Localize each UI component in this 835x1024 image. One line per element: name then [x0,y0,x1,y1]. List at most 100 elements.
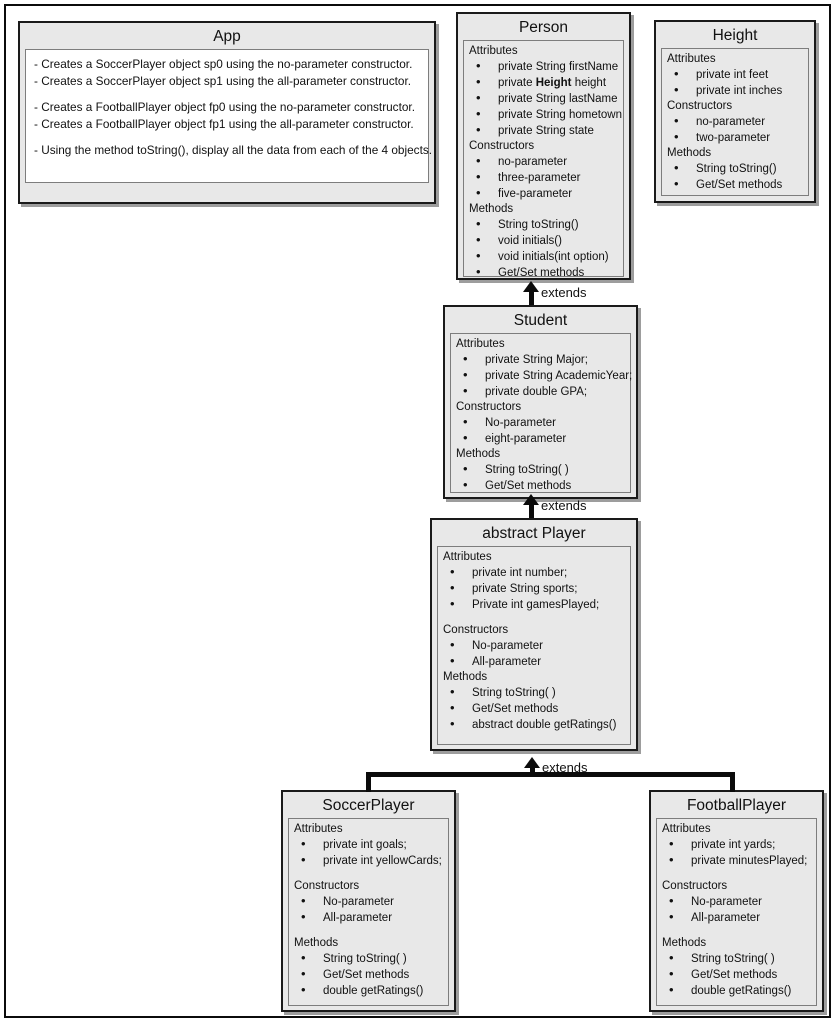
list-item: String toString( ) [442,684,626,701]
attribute-list: private int feet private int inches [666,66,804,99]
class-title-player: abstract Player [482,525,586,542]
class-box-player[interactable]: abstract Player Attributes private int n… [430,518,638,751]
section-heading-attributes: Attributes [469,45,518,57]
list-item: eight-parameter [455,430,626,447]
list-item: String toString( ) [455,461,626,478]
class-box-height[interactable]: Height Attributes private int feet priva… [654,20,816,203]
constructor-list: No-parameter All-parameter [293,893,444,926]
class-box-app[interactable]: App - Creates a SoccerPlayer object sp0 … [18,21,436,204]
section-heading-methods: Methods [469,203,514,215]
list-item: private String lastName [468,90,619,107]
method-list: String toString( ) Get/Set methods doubl… [661,950,812,999]
attribute-list: private int number; private String sport… [442,564,626,613]
list-item: Get/Set methods [468,264,619,281]
section-spacer [661,926,812,936]
method-list: String toString( ) Get/Set methods doubl… [293,950,444,999]
section-heading-attributes: Attributes [456,338,505,350]
app-description-line: - Creates a FootballPlayer object fp1 us… [34,117,414,131]
list-item: private String state [468,122,619,139]
section-heading-constructors: Constructors [662,880,728,892]
section-spacer [293,869,444,879]
list-item: void initials() [468,232,619,249]
class-box-student[interactable]: Student Attributes private String Major;… [443,305,638,499]
method-list: String toString() void initials() void i… [468,216,619,281]
class-title-student: Student [513,312,568,329]
list-item: double getRatings() [293,982,444,999]
list-item: double getRatings() [661,982,812,999]
section-heading-methods: Methods [667,147,712,159]
section-spacer [293,926,444,936]
list-item: private Height height [468,74,619,91]
list-item: Get/Set methods [293,966,444,983]
list-item: Get/Set methods [455,477,626,494]
class-body-height: Attributes private int feet private int … [661,48,809,196]
class-title-soccerplayer: SoccerPlayer [322,797,415,814]
list-item: private String sports; [442,580,626,597]
class-body-player: Attributes private int number; private S… [437,546,631,745]
section-heading-constructors: Constructors [469,140,535,152]
app-description-spacer [34,90,420,99]
attribute-list: private String Major; private String Aca… [455,351,632,400]
class-body-soccerplayer: Attributes private int goals; private in… [288,818,449,1006]
list-item: private int feet [666,66,804,83]
constructor-list: No-parameter All-parameter [442,637,626,670]
list-item: private double GPA; [455,383,626,400]
class-title-footballplayer: FootballPlayer [686,797,787,814]
list-item: private String hometown [468,106,622,123]
relationship-label-subclasses-player: extends [542,760,588,775]
connector-fork-crossbar [366,772,735,777]
section-heading-constructors: Constructors [294,880,360,892]
list-item: five-parameter [468,185,619,202]
list-item: no-parameter [666,113,804,130]
arrow-head-student-to-person [523,281,539,292]
list-item: All-parameter [293,909,444,926]
list-item: No-parameter [455,414,626,431]
connector-fork-branch-football [730,772,735,792]
relationship-label-player-student: extends [541,498,587,513]
list-item: private int goals; [293,836,444,853]
section-heading-methods: Methods [456,448,501,460]
list-item: private int yellowCards; [293,852,444,869]
constructor-list: No-parameter All-parameter [661,893,812,926]
app-description-spacer [34,133,420,142]
class-body-student: Attributes private String Major; private… [450,333,632,494]
section-heading-attributes: Attributes [667,53,716,65]
list-item: No-parameter [293,893,444,910]
constructor-list: No-parameter eight-parameter [455,414,626,447]
method-list: String toString( ) Get/Set methods abstr… [442,684,626,733]
list-item: All-parameter [661,909,812,926]
list-item: Get/Set methods [661,966,812,983]
list-item: private String Major; [455,351,626,368]
list-item: String toString() [468,216,619,233]
class-box-person[interactable]: Person Attributes private String firstNa… [456,12,631,280]
method-list: String toString() Get/Set methods [666,160,804,193]
class-title-height: Height [712,27,758,44]
list-item: private int yards; [661,836,812,853]
list-item: two-parameter [666,129,804,146]
method-list: String toString( ) Get/Set methods [455,461,626,494]
list-item: No-parameter [442,637,626,654]
app-description-line: - Creates a SoccerPlayer object sp0 usin… [34,57,413,71]
class-box-footballplayer[interactable]: FootballPlayer Attributes private int ya… [649,790,824,1012]
list-item: three-parameter [468,169,619,186]
class-box-soccerplayer[interactable]: SoccerPlayer Attributes private int goal… [281,790,456,1012]
section-heading-constructors: Constructors [443,624,509,636]
list-item: abstract double getRatings() [442,716,626,733]
app-description-line: - Creates a SoccerPlayer object sp1 usin… [34,74,412,88]
connector-player-to-student [529,503,534,518]
list-item: Private int gamesPlayed; [442,596,626,613]
attribute-list: private String firstName private Height … [468,58,622,139]
list-item: private int number; [442,564,626,581]
app-description-line: - Creates a FootballPlayer object fp0 us… [34,100,415,114]
section-heading-attributes: Attributes [443,551,492,563]
attribute-list: private int goals; private int yellowCar… [293,836,444,869]
list-item: Get/Set methods [666,176,804,193]
list-item: String toString( ) [661,950,812,967]
arrow-head-player-to-student [523,494,539,505]
connector-student-to-person [529,290,534,305]
class-body-app: - Creates a SoccerPlayer object sp0 usin… [25,49,432,183]
section-spacer [661,869,812,879]
list-item: No-parameter [661,893,812,910]
class-body-footballplayer: Attributes private int yards; private mi… [656,818,817,1006]
